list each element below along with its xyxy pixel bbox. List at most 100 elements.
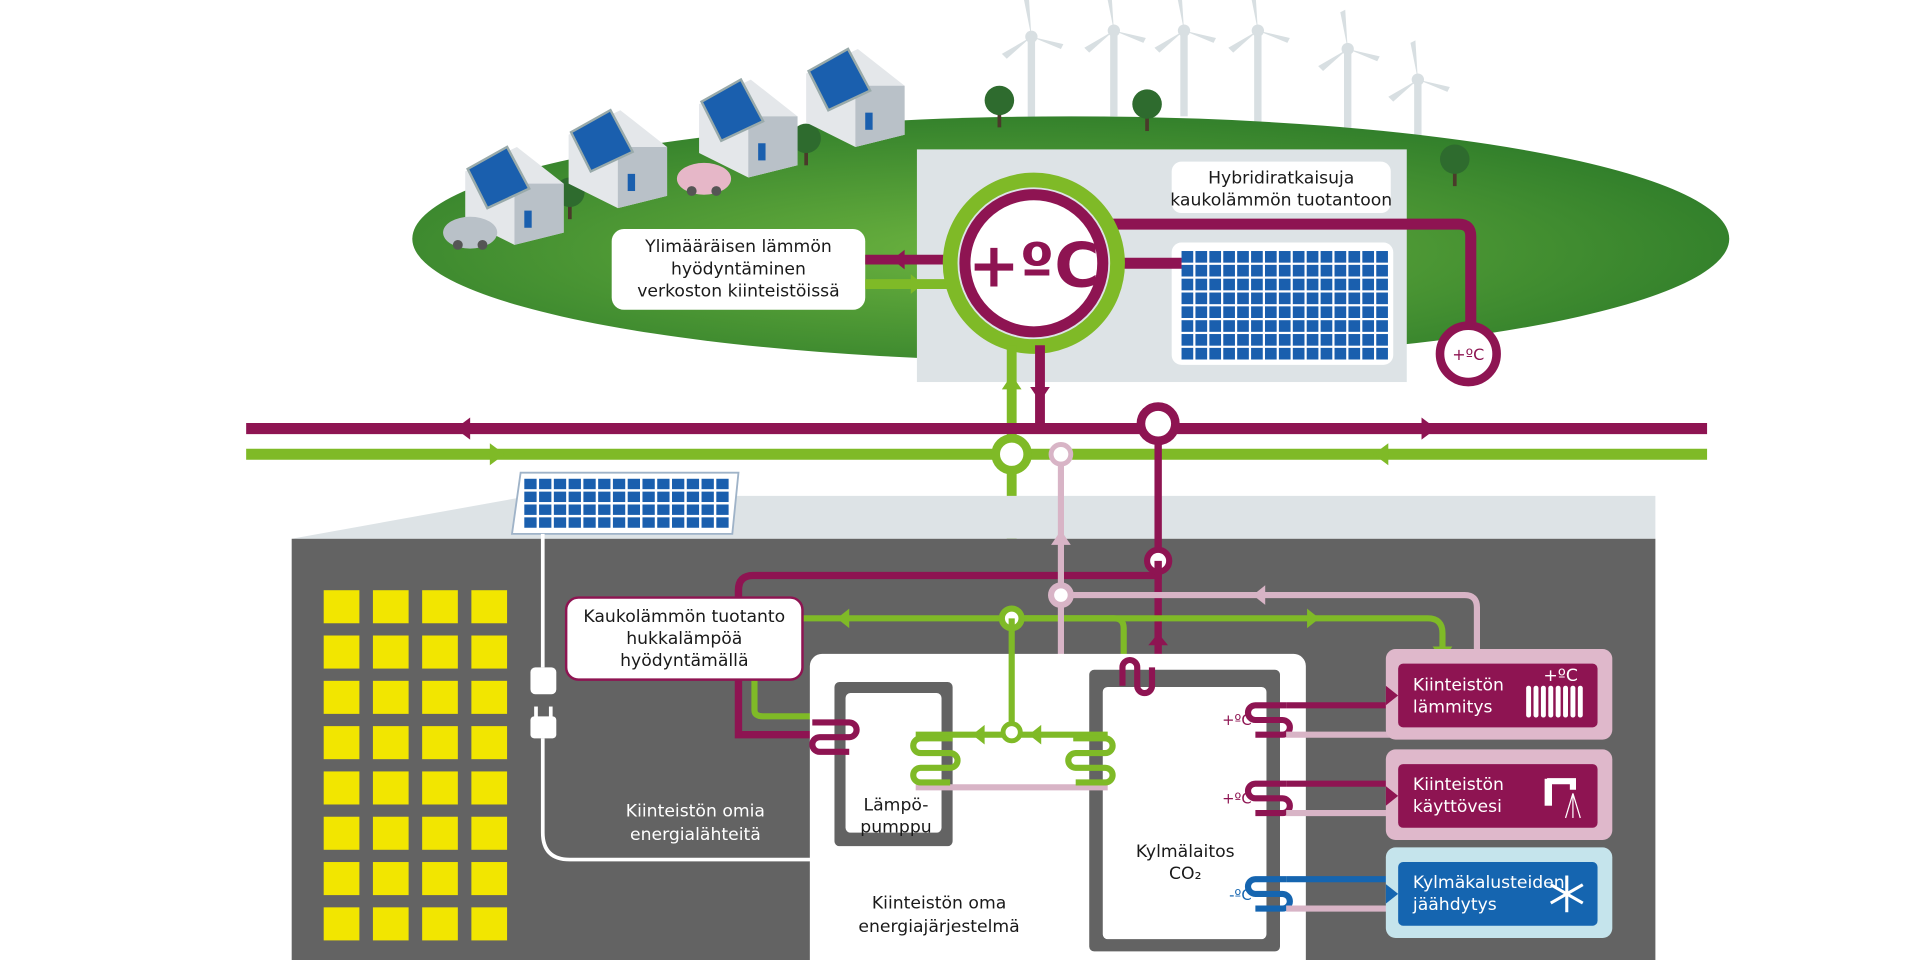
solar-cell: [1209, 334, 1222, 346]
solar-cell: [1334, 264, 1347, 277]
window: [471, 771, 508, 805]
solar-cell: [1251, 306, 1263, 318]
solar-cell: [568, 517, 581, 528]
radiator-icon: [1526, 685, 1583, 718]
window: [323, 635, 360, 669]
hub-temperature-label: +ºC: [968, 231, 1099, 302]
solar-cell: [539, 504, 552, 515]
heat-supply-branch: [734, 679, 813, 739]
solar-cell: [1306, 347, 1319, 360]
window: [422, 680, 458, 714]
tree-icon: [1132, 89, 1162, 132]
co2-plant-line1: Kylmälaitos: [1136, 842, 1235, 862]
solar-cell: [1181, 292, 1194, 305]
arrow-icon: [1252, 585, 1266, 605]
solar-cell: [657, 517, 670, 528]
solar-cell: [1181, 264, 1194, 277]
window: [372, 726, 409, 760]
snowflake-icon: [1550, 875, 1584, 913]
solar-cell: [1195, 306, 1208, 318]
solar-cell: [1376, 320, 1388, 332]
solar-cell: [612, 517, 626, 528]
solar-cell: [583, 504, 596, 515]
solar-cell: [1223, 306, 1235, 318]
wind-turbine-icon: [1228, 0, 1290, 129]
window: [323, 590, 360, 624]
solar-cell: [1292, 347, 1305, 360]
solar-cell: [1195, 347, 1208, 360]
arrow-icon: [1028, 724, 1042, 745]
solar-cell: [1362, 292, 1375, 305]
solar-cell: [657, 504, 670, 515]
solar-cell: [1306, 334, 1319, 346]
output-water-line1: Kiinteistön: [1413, 775, 1504, 795]
solar-cell: [1209, 251, 1222, 263]
coil-icon: [1065, 735, 1116, 786]
solar-cell: [1264, 320, 1277, 332]
solar-cell: [1209, 306, 1222, 318]
output-heating: Kiinteistön lämmitys +ºC: [1385, 648, 1613, 740]
solar-cell: [657, 478, 670, 490]
solar-cell: [1209, 292, 1222, 305]
solar-cell: [1237, 292, 1249, 305]
solar-cell: [1181, 347, 1194, 360]
solar-cell: [1181, 251, 1194, 263]
solar-cell: [1237, 278, 1249, 291]
solar-cell: [1334, 251, 1347, 263]
solar-cell: [612, 504, 626, 515]
solar-cell: [524, 491, 537, 503]
temp-minus-label: -ºC: [1229, 887, 1252, 904]
shower-icon: [1544, 778, 1581, 819]
cold-junction: [1048, 582, 1074, 608]
solar-cell: [1278, 292, 1291, 305]
solar-cell: [1306, 278, 1319, 291]
wind-turbine-icon: [1388, 40, 1450, 178]
solar-cell: [1348, 292, 1361, 305]
solar-cell: [1348, 306, 1361, 318]
solar-cell: [1195, 292, 1208, 305]
solar-cell: [1264, 306, 1277, 318]
solar-cell: [568, 491, 581, 503]
solar-cell: [1334, 334, 1347, 346]
solar-cell: [1251, 347, 1263, 360]
arrow-icon: [1385, 685, 1399, 706]
coil-icon: [809, 719, 860, 755]
house-icon: [465, 145, 564, 245]
aux-hub-label: +ºC: [1452, 345, 1484, 364]
solar-cell: [612, 478, 626, 490]
solar-cell: [1334, 320, 1347, 332]
solar-cell: [1209, 264, 1222, 277]
solar-cell: [686, 517, 700, 528]
solar-cell: [716, 504, 729, 515]
solar-cell: [1264, 334, 1277, 346]
window: [323, 680, 360, 714]
solar-cell: [1306, 306, 1319, 318]
heat-pump-line1: Lämpö-: [864, 796, 929, 816]
solar-cell: [524, 504, 537, 515]
solar-cell: [539, 491, 552, 503]
solar-cell: [1209, 278, 1222, 291]
solar-cell: [1334, 306, 1347, 318]
solar-cell: [642, 491, 655, 503]
heat-pipe-to-aux-hub: [1107, 218, 1477, 325]
output-water-line2: käyttövesi: [1413, 797, 1502, 817]
waste-heat-line2: hukkalämpöä: [626, 629, 742, 649]
solar-cell: [1292, 264, 1305, 277]
window: [323, 816, 360, 850]
solar-cell: [1376, 347, 1388, 360]
solar-cell: [1320, 264, 1333, 277]
solar-cell: [1181, 278, 1194, 291]
heat-pump-line2: pumppu: [860, 818, 931, 838]
solar-cell: [1320, 306, 1333, 318]
aux-hub: [1435, 321, 1501, 387]
window: [422, 907, 458, 941]
solar-cell: [1292, 306, 1305, 318]
arrow-icon: [892, 249, 905, 270]
solar-cell: [701, 491, 714, 503]
arrow-icon: [1421, 417, 1437, 440]
solar-cell: [701, 517, 714, 528]
solar-cell: [1223, 278, 1235, 291]
solar-cell: [1251, 278, 1263, 291]
window: [471, 816, 508, 850]
